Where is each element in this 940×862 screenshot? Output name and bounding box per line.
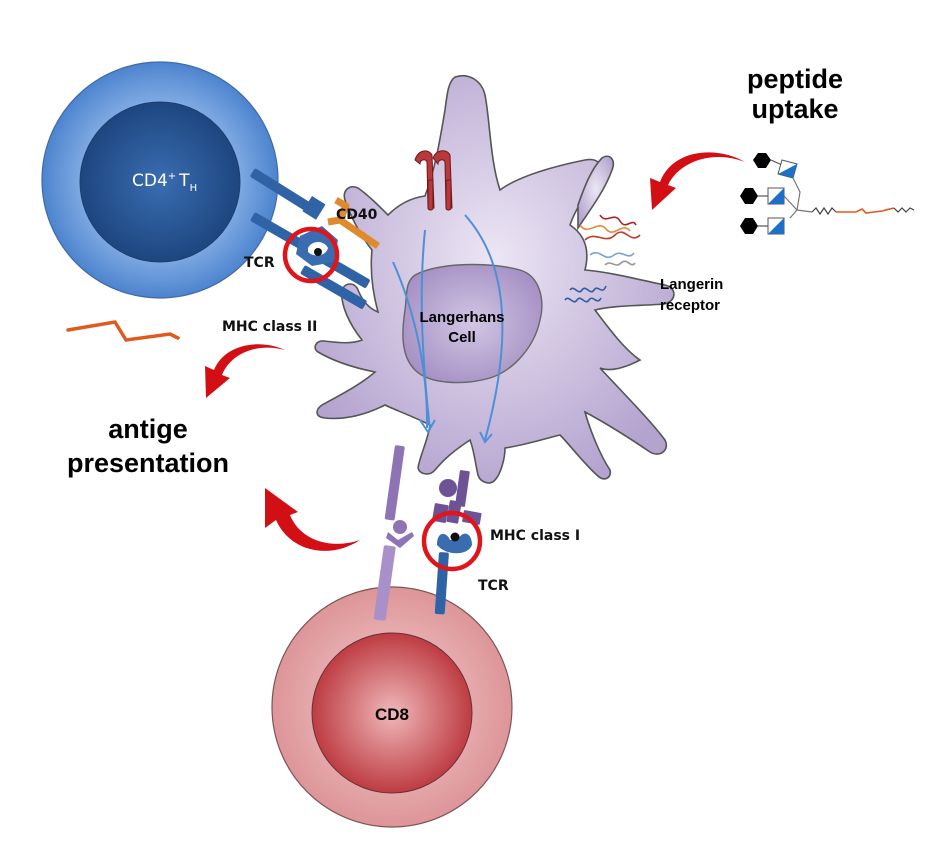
- mhc-class-i-label: MHC class I: [490, 528, 580, 544]
- langerin-receptor-structure: [564, 214, 641, 303]
- arrowhead-left: [419, 419, 436, 434]
- highlight-circle-mhc-i: [421, 510, 483, 572]
- cd8-cell-label: CD8: [375, 705, 409, 724]
- langerhans-protrusion-upper-right: [577, 155, 615, 231]
- langerhans-nucleus: [402, 263, 543, 384]
- mhc-ii-bar-2: [300, 265, 367, 309]
- tcr-top-label: TCR: [244, 255, 275, 271]
- langerin-label-line2: receptor: [660, 297, 720, 314]
- langerin-label-line1: Langerin: [660, 276, 723, 293]
- cd8-coreceptor: [373, 445, 414, 621]
- cd40l-head: [302, 195, 326, 220]
- arrowhead-right: [479, 431, 493, 444]
- glycan-branch-1: [753, 153, 798, 179]
- peptide-chain: [836, 207, 895, 214]
- pathway-arrow-left-outer: [420, 229, 431, 431]
- linker-chain: [811, 206, 837, 216]
- peptide-uptake-label-line1: peptide: [747, 64, 843, 94]
- tcr-peptide-complex-bottom: [434, 532, 472, 615]
- highlight-circle-mhc-ii: [282, 226, 340, 284]
- intracellular-pathway-arrows: [392, 214, 504, 444]
- cd40-molecule: [327, 196, 380, 249]
- cd40l-stalk: [250, 168, 318, 216]
- cd4-cell-label: CD4+TH: [132, 171, 197, 194]
- glycopeptide-conjugate: [740, 153, 915, 235]
- membrane-receptor-coils: [414, 150, 453, 211]
- antigen-presentation-label-line2: presentation: [67, 448, 229, 478]
- tcr-bottom-label: TCR: [478, 578, 509, 594]
- presentation-arrow-mhc-ii: [205, 344, 285, 398]
- cd8-cell-nucleus: [311, 632, 473, 794]
- langerhans-cell: [314, 75, 675, 484]
- mhc-class-ii-label: MHC class II: [222, 319, 317, 335]
- cd40-label: CD40: [336, 207, 378, 223]
- pathway-arrow-right: [464, 214, 504, 441]
- cd8-t-cell: CD8: [271, 586, 513, 828]
- uptake-arrow: [650, 152, 745, 210]
- cd4-cell-nucleus: [79, 101, 241, 263]
- langerhans-cell-label-line2: Cell: [448, 329, 476, 346]
- cd4-t-helper-cell: CD4+TH: [41, 61, 279, 299]
- glycan-branch-3: [740, 217, 785, 235]
- peptide-uptake-label-line2: uptake: [751, 94, 838, 124]
- langerhans-cell-label-line1: Langerhans: [419, 309, 504, 326]
- glycan-branch-2: [740, 187, 785, 205]
- tcr-top-stalk: [250, 212, 307, 250]
- antigen-presentation-label-line1: antige: [108, 414, 188, 444]
- free-peptide-fragment: [66, 320, 180, 342]
- presentation-arrow-mhc-i: [265, 488, 360, 551]
